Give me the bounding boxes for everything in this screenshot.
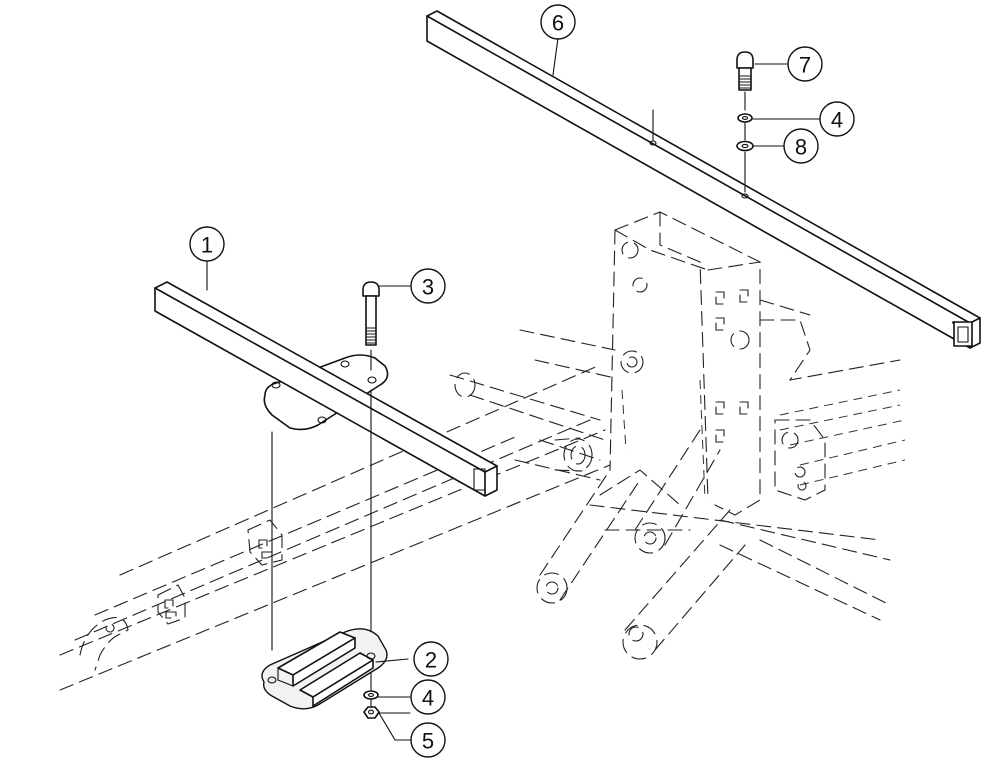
- callout-label: 4: [422, 686, 434, 711]
- callout-4-lower: 4: [410, 679, 446, 715]
- callout-label: 8: [795, 135, 807, 160]
- part-5-hex-nut: [363, 706, 380, 719]
- part-7-carriage-bolt: [736, 51, 754, 111]
- callout-label: 6: [552, 11, 564, 36]
- part-6-top-square-tube: [426, 10, 981, 349]
- callout-label: 5: [422, 729, 434, 754]
- phantom-frame-lines: [59, 299, 906, 691]
- callout-4-upper: 4: [819, 101, 855, 137]
- part-8-flat-washer: [736, 140, 754, 193]
- part-4-upper-lock-washer: [737, 113, 753, 141]
- part-1-lower-square-tube: [154, 281, 498, 497]
- callout-3: 3: [410, 268, 446, 304]
- callout-leader-lines: [206, 37, 821, 714]
- callout-7: 7: [787, 46, 823, 82]
- main-bracket: [554, 211, 826, 516]
- callout-8: 8: [783, 128, 819, 164]
- callout-label: 2: [425, 648, 437, 673]
- phantom-left-brackets: [79, 519, 283, 671]
- callout-5: 5: [410, 722, 446, 758]
- part-3-long-bolt: [362, 281, 380, 371]
- callout-2: 2: [413, 641, 449, 677]
- part-4-lower-lock-washer: [363, 690, 379, 700]
- callout-label: 7: [799, 53, 811, 78]
- callout-label: 4: [831, 108, 843, 133]
- callout-label: 1: [201, 233, 213, 258]
- callout-6: 6: [540, 4, 576, 40]
- callout-5-leader: [378, 712, 412, 741]
- phantom-linkage-arms: [536, 429, 746, 660]
- callout-label: 3: [422, 275, 434, 300]
- callout-1: 1: [189, 226, 225, 262]
- part-2-step-tread-plate: [261, 628, 388, 710]
